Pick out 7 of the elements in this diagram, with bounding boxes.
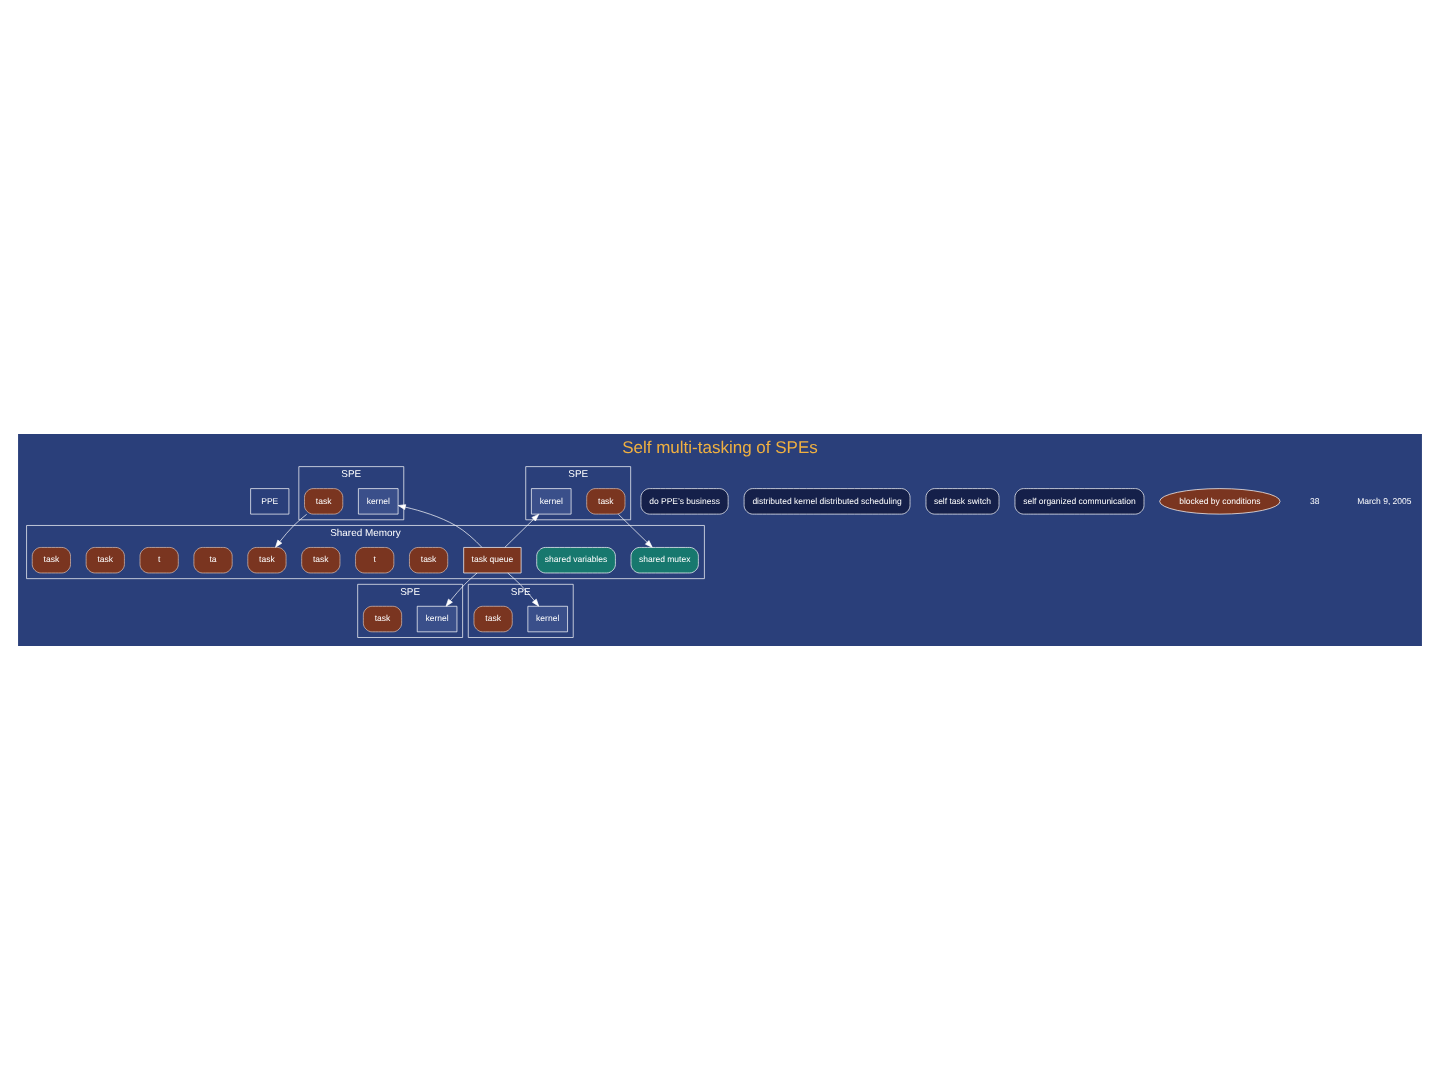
diagram-title: Self multi-tasking of SPEs [622, 437, 818, 458]
arrow [397, 504, 483, 548]
arrow [504, 513, 540, 548]
arrow [507, 572, 540, 607]
arrow [275, 513, 308, 548]
arrow [617, 513, 653, 548]
arrow [445, 572, 478, 607]
